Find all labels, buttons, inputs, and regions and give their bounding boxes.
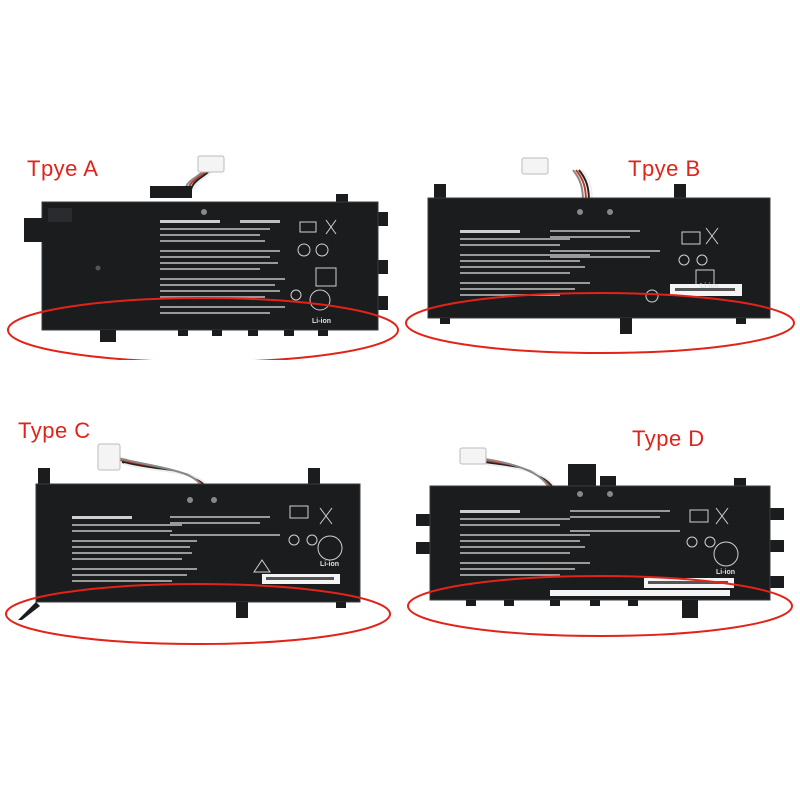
li-ion-mark: Li-ion: [312, 318, 331, 325]
battery-image-b: Li-ion: [405, 157, 795, 354]
certification-icons: [686, 507, 739, 567]
battery-image-d: Li-ion: [407, 447, 793, 637]
battery-image-a: Li-ion: [7, 155, 399, 360]
battery-label-text: [72, 516, 280, 582]
highlight-ellipse-b: [405, 292, 795, 354]
highlight-ellipse-a: [7, 297, 399, 360]
connector-icon: [197, 155, 225, 173]
battery-panel-d: Li-ion: [400, 430, 800, 660]
certification-icons: [253, 505, 343, 573]
li-ion-mark: Li-ion: [716, 569, 735, 576]
connector-icon: [521, 157, 549, 175]
battery-panel-c: Li-ion: [0, 430, 400, 650]
li-ion-mark: Li-ion: [700, 283, 719, 290]
battery-label-text: [460, 230, 660, 296]
connector-icon: [459, 447, 487, 465]
type-a-label: Tpye A: [27, 156, 99, 181]
certification-icons: [290, 219, 337, 311]
battery-label-text: [160, 220, 285, 314]
type-b-label: Tpye B: [628, 156, 701, 181]
battery-image-c: Li-ion: [5, 443, 391, 645]
highlight-ellipse-c: [5, 583, 391, 645]
type-d-label: Type D: [632, 426, 705, 451]
highlight-ellipse-d: [407, 575, 793, 637]
connector-icon: [97, 443, 121, 471]
type-c-label: Type C: [18, 418, 91, 443]
battery-label-text: [460, 510, 680, 576]
li-ion-mark: Li-ion: [320, 561, 339, 568]
battery-panel-b: Li-ion: [400, 150, 800, 360]
battery-panel-a: Li-ion: [0, 150, 400, 360]
